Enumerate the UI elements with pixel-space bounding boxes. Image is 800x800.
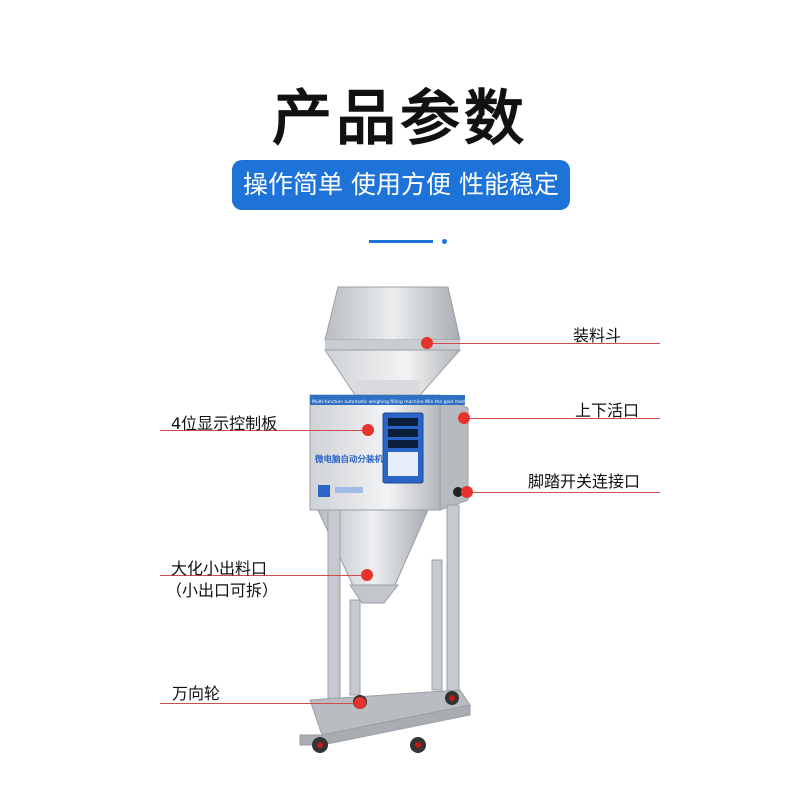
callout-line-display: [160, 430, 365, 431]
decorative-bar: [369, 240, 433, 243]
callout-dot-caster: [354, 697, 366, 709]
tagline-banner: 操作简单 使用方便 性能稳定: [232, 160, 570, 210]
page-title: 产品参数: [272, 84, 528, 154]
machine-banner-text: Multi-function automatic weighing fillin…: [312, 399, 512, 405]
callout-dot-display: [362, 424, 374, 436]
callout-line-outlet: [160, 575, 365, 576]
discharge-cone: [317, 509, 429, 604]
callout-line-gate: [466, 418, 660, 419]
callout-caster: 万向轮: [172, 684, 221, 703]
machine-front-label: 微电脑自动分装机: [314, 454, 384, 465]
callout-foot-pedal-port: 脚踏开关连接口: [528, 472, 641, 491]
callout-line-caster: [160, 703, 360, 704]
callout-hopper: 装料斗: [573, 326, 622, 345]
callout-line-pedal: [468, 492, 660, 493]
callout-display-panel: 4位显示控制板: [171, 414, 278, 433]
callout-dot-outlet: [361, 569, 373, 581]
callout-line-hopper: [430, 343, 660, 344]
stand-frame: [299, 504, 471, 746]
callout-outlet-note: （小出口可拆）: [166, 581, 279, 600]
callout-outlet: 大化小出料口: [171, 559, 268, 578]
main-body: Multi-function automatic weighing fillin…: [309, 394, 512, 511]
callout-dot-hopper: [421, 337, 433, 349]
callout-dot-gate: [458, 412, 470, 424]
decorative-dot: [442, 239, 447, 244]
callout-dot-pedal: [461, 486, 473, 498]
callout-gate: 上下活口: [575, 401, 640, 420]
